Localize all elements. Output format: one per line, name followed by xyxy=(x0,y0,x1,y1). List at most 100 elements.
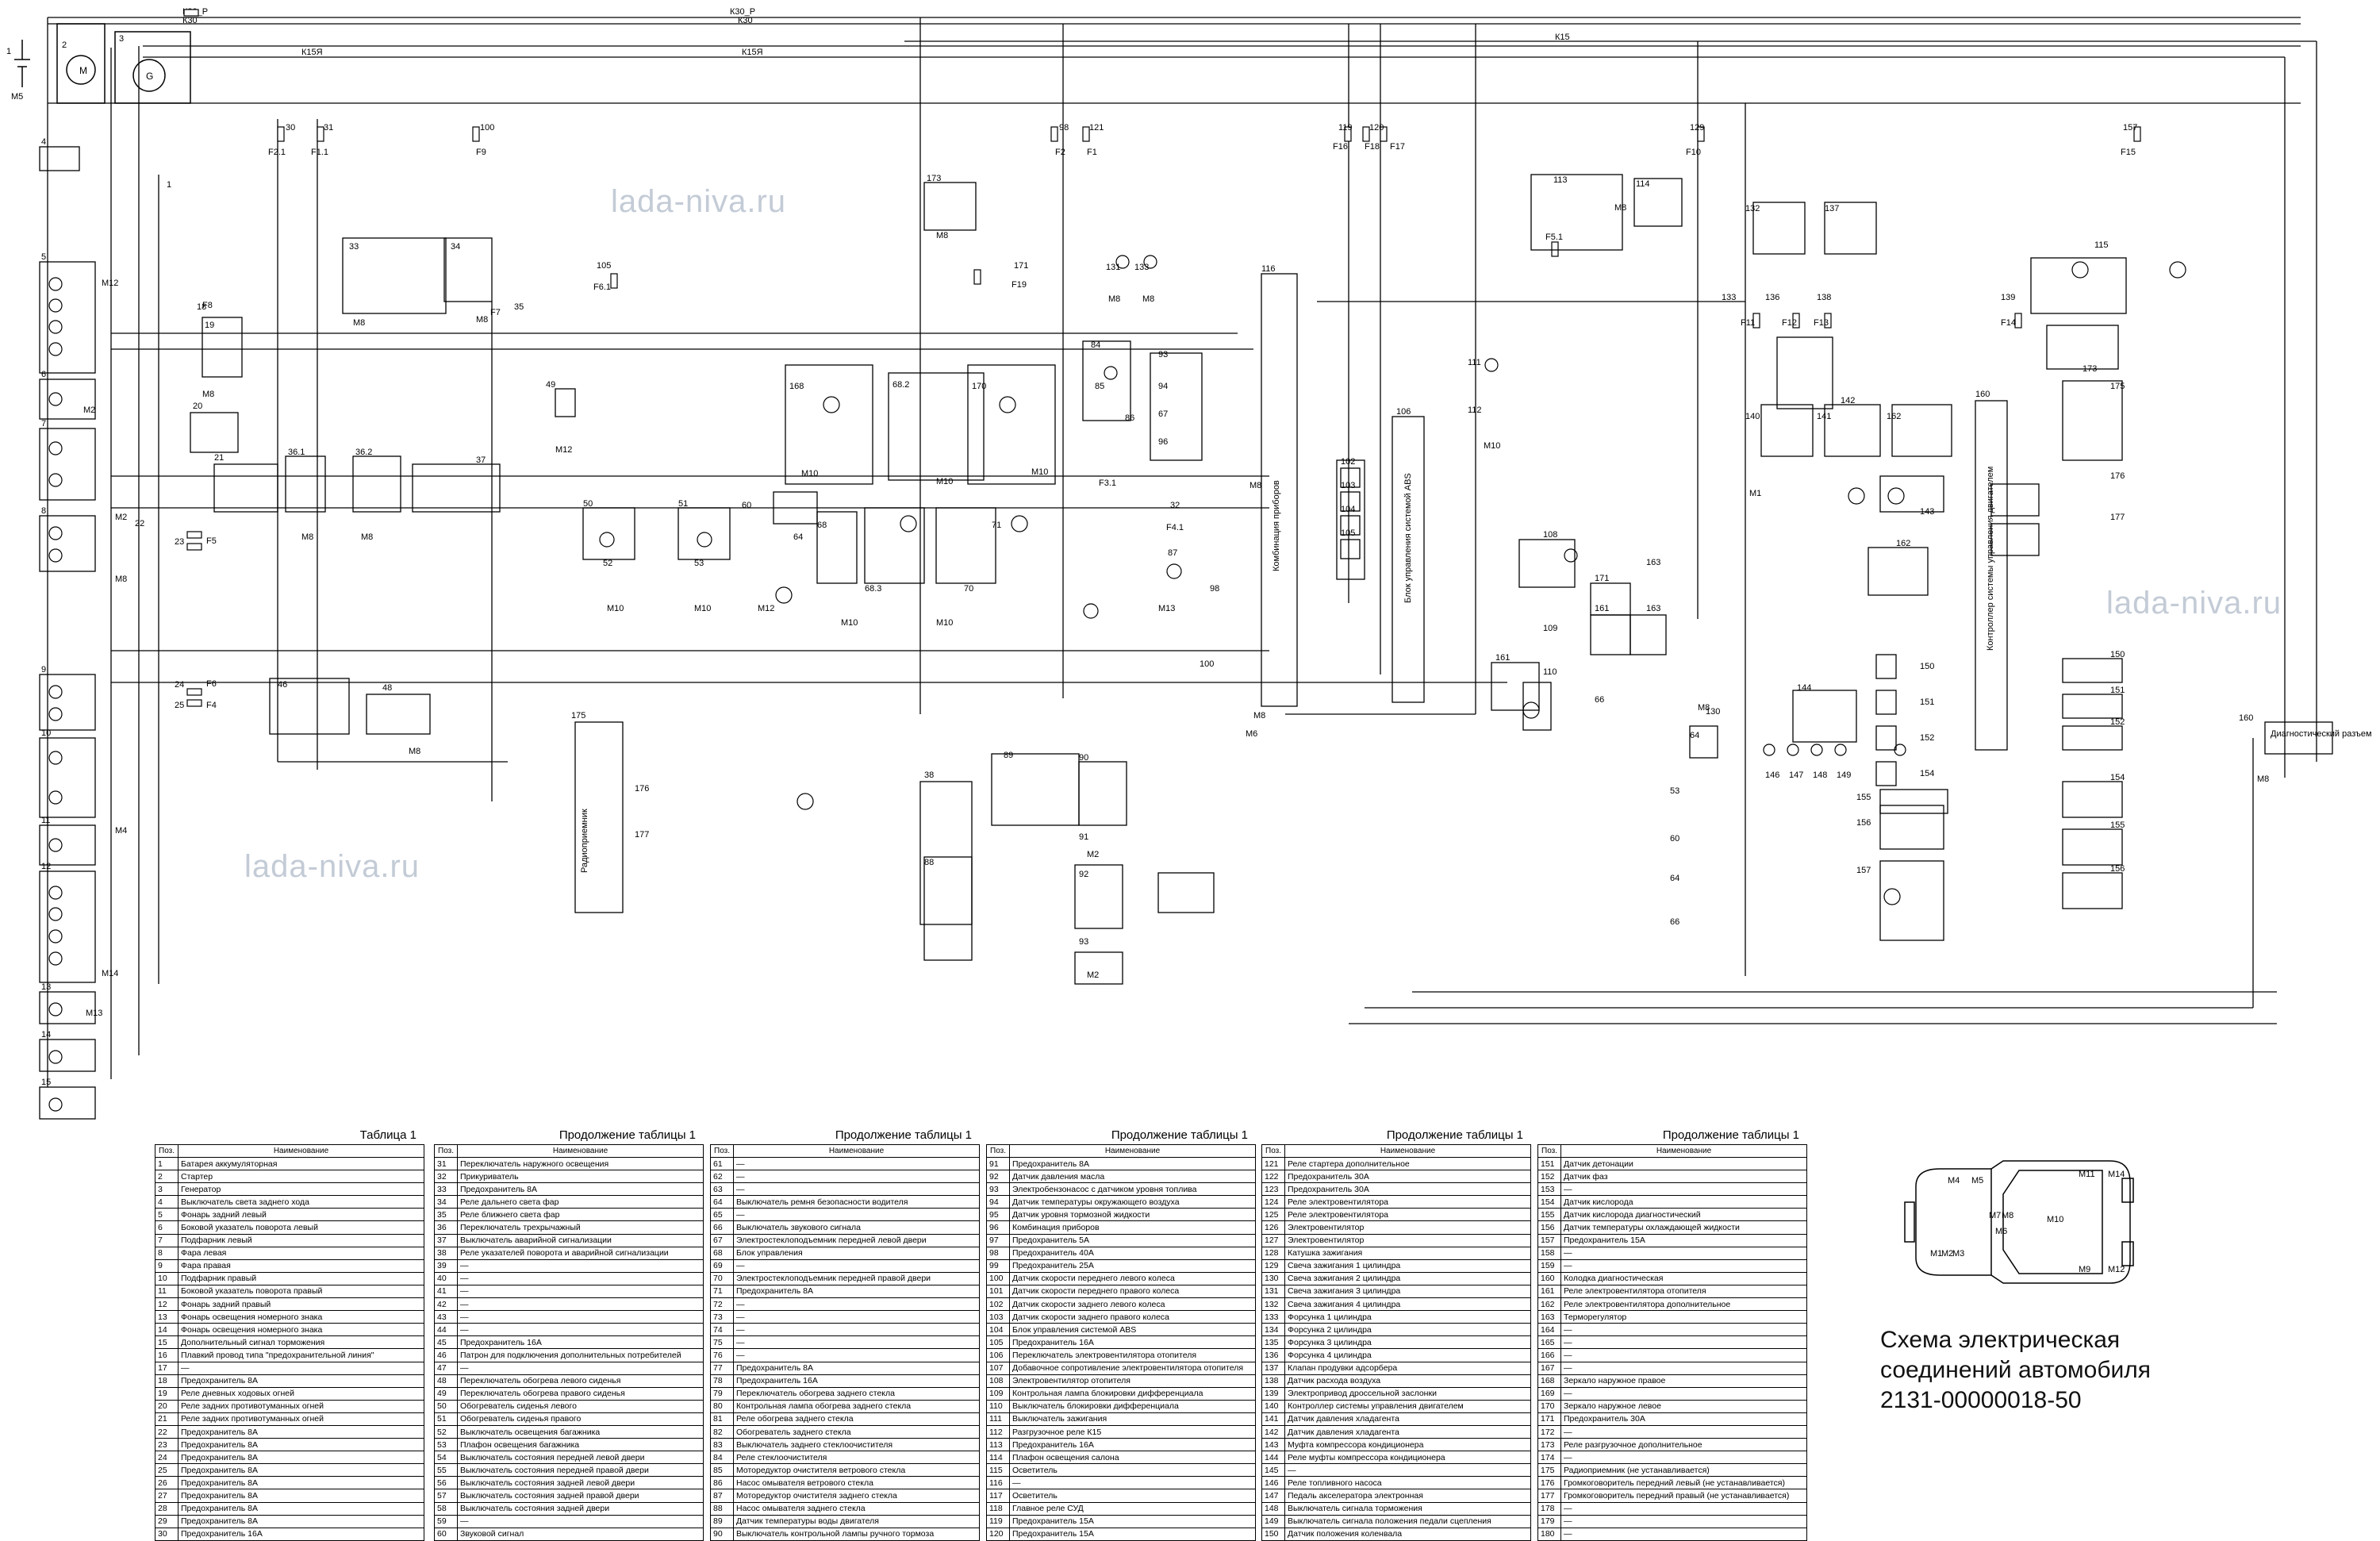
schematic-label: 50 xyxy=(583,499,593,509)
schematic-label: 49 xyxy=(546,380,555,390)
cell-name: Предохранитель 15А xyxy=(1009,1527,1256,1541)
cell-pos: 164 xyxy=(1537,1323,1561,1337)
cell-pos: 11 xyxy=(155,1284,178,1299)
cell-name: Радиоприемник (не устанавливается) xyxy=(1560,1463,1807,1478)
cell-name: — xyxy=(733,1348,980,1362)
cell-pos: 107 xyxy=(986,1361,1010,1375)
schematic-label: 150 xyxy=(1920,662,1934,671)
cell-name: Предохранитель 16А xyxy=(1009,1335,1256,1350)
comp-2: 2 xyxy=(62,40,67,50)
table-row: 116— xyxy=(986,1476,1256,1490)
schematic-label: М8 xyxy=(1253,711,1265,721)
cell-name: Реле дальнего света фар xyxy=(457,1195,704,1209)
cell-name: Выключатель звукового сигнала xyxy=(733,1220,980,1235)
cell-name: Датчик расхода воздуха xyxy=(1284,1374,1531,1388)
cell-pos: 155 xyxy=(1537,1208,1561,1222)
table-caption: Продолжение таблицы 1 xyxy=(835,1128,972,1142)
schematic-label: 112 xyxy=(1468,405,1482,415)
comp-15: 15 xyxy=(41,1078,51,1087)
header-name: Наименование xyxy=(178,1144,424,1158)
cell-pos: 37 xyxy=(434,1233,458,1247)
schematic-label: 104 xyxy=(1341,505,1355,514)
cell-pos: 93 xyxy=(986,1182,1010,1197)
fuse-f4: F4 xyxy=(206,701,217,710)
schematic-label: 66 xyxy=(1670,917,1679,927)
cell-name: Переключатель электровентилятора отопите… xyxy=(1009,1348,1256,1362)
schematic-label: 136 xyxy=(1765,293,1779,302)
schematic-label: 25 xyxy=(175,701,184,710)
cell-name: Предохранитель 8А xyxy=(178,1501,424,1516)
cell-pos: 76 xyxy=(710,1348,734,1362)
watermark: lada-niva.ru xyxy=(2106,586,2282,621)
cell-name: Зеркало наружное правое xyxy=(1560,1374,1807,1388)
cell-name: — xyxy=(1560,1451,1807,1465)
fuse-f14: F14 xyxy=(2001,318,2016,328)
plan-m3: М3 xyxy=(1952,1249,1964,1259)
cell-pos: 77 xyxy=(710,1361,734,1375)
schematic-label: 160 xyxy=(2239,713,2253,723)
schematic-label: 60 xyxy=(1670,834,1679,844)
schematic-label: 129 xyxy=(1690,123,1704,133)
cell-pos: 64 xyxy=(710,1195,734,1209)
table-row: 17— xyxy=(155,1361,424,1375)
schematic-label: 175 xyxy=(2110,382,2125,391)
cell-pos: 63 xyxy=(710,1182,734,1197)
cell-name: Предохранитель 8А xyxy=(178,1438,424,1452)
cell-pos: 28 xyxy=(155,1501,178,1516)
cell-name: Реле ближнего света фар xyxy=(457,1208,704,1222)
cell-pos: 138 xyxy=(1261,1374,1285,1388)
cell-pos: 55 xyxy=(434,1463,458,1478)
cell-name: Переключатель обогрева левого сиденья xyxy=(457,1374,704,1388)
cell-pos: 8 xyxy=(155,1246,178,1260)
cell-name: — xyxy=(457,1297,704,1312)
header-name: Наименование xyxy=(1284,1144,1531,1158)
cell-name: Моторедуктор очистителя ветрового стекла xyxy=(733,1463,980,1478)
wiring-schematic: M G 1 2 3 М5 К30_Р К30 К30_Р К30 К15Я К1… xyxy=(6,7,2372,1120)
cell-pos: 31 xyxy=(434,1156,458,1171)
cell-name: — xyxy=(733,1259,980,1273)
cell-pos: 12 xyxy=(155,1297,178,1312)
cell-pos: 151 xyxy=(1537,1156,1561,1171)
cell-name: Выключатель света заднего хода xyxy=(178,1195,424,1209)
schematic-label: 114 xyxy=(1636,179,1650,189)
schematic-label: 66 xyxy=(1595,695,1604,705)
cell-pos: 58 xyxy=(434,1501,458,1516)
fuse-f13: F13 xyxy=(1814,318,1829,328)
cell-pos: 125 xyxy=(1261,1208,1285,1222)
cell-pos: 161 xyxy=(1537,1284,1561,1299)
table-header-row: Поз.Наименование xyxy=(1261,1144,1531,1158)
table-header-row: Поз.Наименование xyxy=(155,1144,424,1158)
schematic-label: М8 xyxy=(1250,481,1261,490)
cell-pos: 5 xyxy=(155,1208,178,1222)
cell-pos: 39 xyxy=(434,1259,458,1273)
schematic-label: 173 xyxy=(927,174,941,183)
cell-name: Датчик температуры охлаждающей жидкости xyxy=(1560,1220,1807,1235)
schematic-label: М8 xyxy=(476,315,488,325)
